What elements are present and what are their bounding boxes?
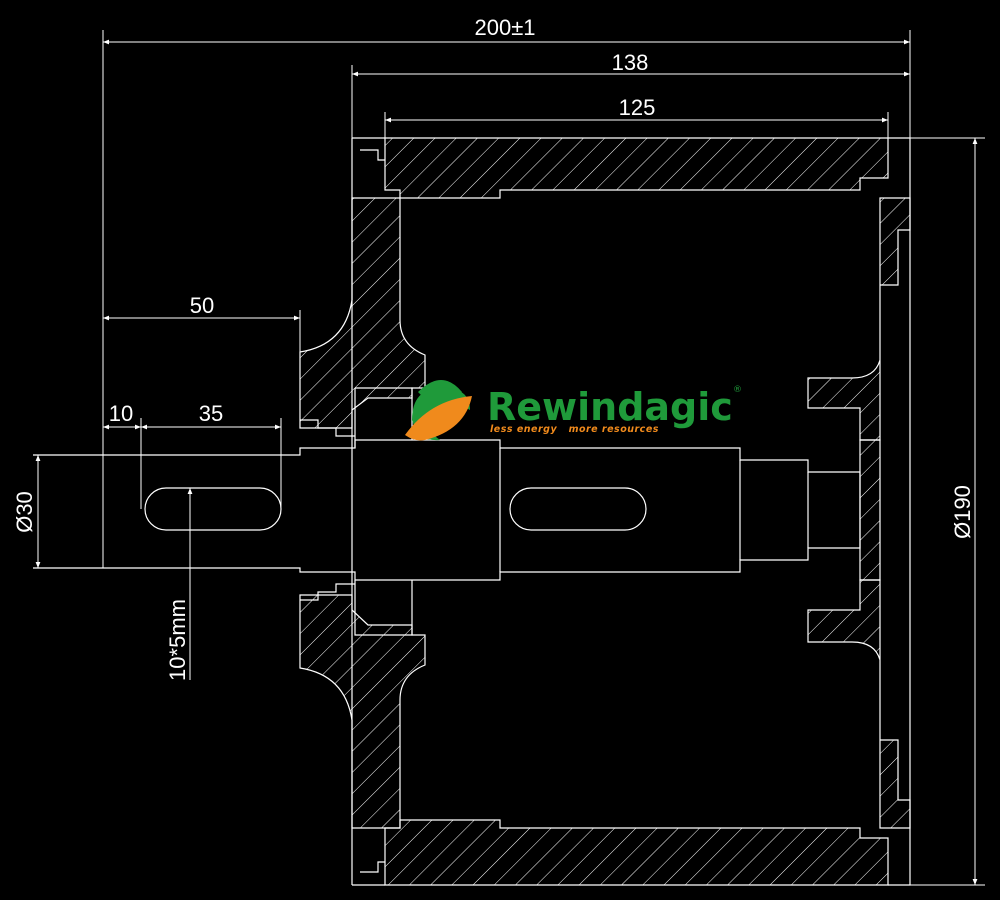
dim-key-length: 35	[199, 401, 223, 426]
dim-shell-length: 125	[619, 95, 656, 120]
dim-drum-length: 138	[612, 50, 649, 75]
dim-shaft-extension: 50	[190, 293, 214, 318]
drum-shell	[351, 137, 911, 886]
keyway-right	[509, 487, 647, 531]
keyway-left	[144, 487, 282, 531]
dim-keyway: 10*5mm	[165, 599, 190, 681]
right-inner-block	[859, 439, 881, 581]
dim-key-offset: 10	[109, 401, 133, 426]
left-end-disk	[299, 197, 426, 829]
left-web-upper	[299, 197, 426, 429]
logo-registered: ®	[733, 385, 742, 395]
shell-bottom	[384, 819, 889, 886]
shaft-outline	[33, 439, 861, 581]
dim-overall-length: 200±1	[474, 15, 535, 40]
right-web-upper	[807, 197, 911, 441]
logo-leaf-icon	[405, 380, 472, 441]
dim-shaft-diameter: Ø30	[12, 491, 37, 533]
logo-name: Rewindagic	[487, 385, 733, 429]
logo-tagline: less energy more resources	[490, 424, 659, 435]
dimensions: 200±1 138 125 50 10 35 Ø30 Ø190 10*5mm	[12, 15, 985, 886]
shell-top	[384, 137, 889, 199]
dim-drum-diameter: Ø190	[950, 485, 975, 539]
left-web-lower	[299, 594, 426, 829]
right-web-lower	[807, 579, 911, 829]
rewindagic-logo: Rewindagic ® less energy more resources	[405, 380, 742, 441]
right-end-disk	[807, 197, 911, 829]
shaft	[33, 387, 861, 636]
